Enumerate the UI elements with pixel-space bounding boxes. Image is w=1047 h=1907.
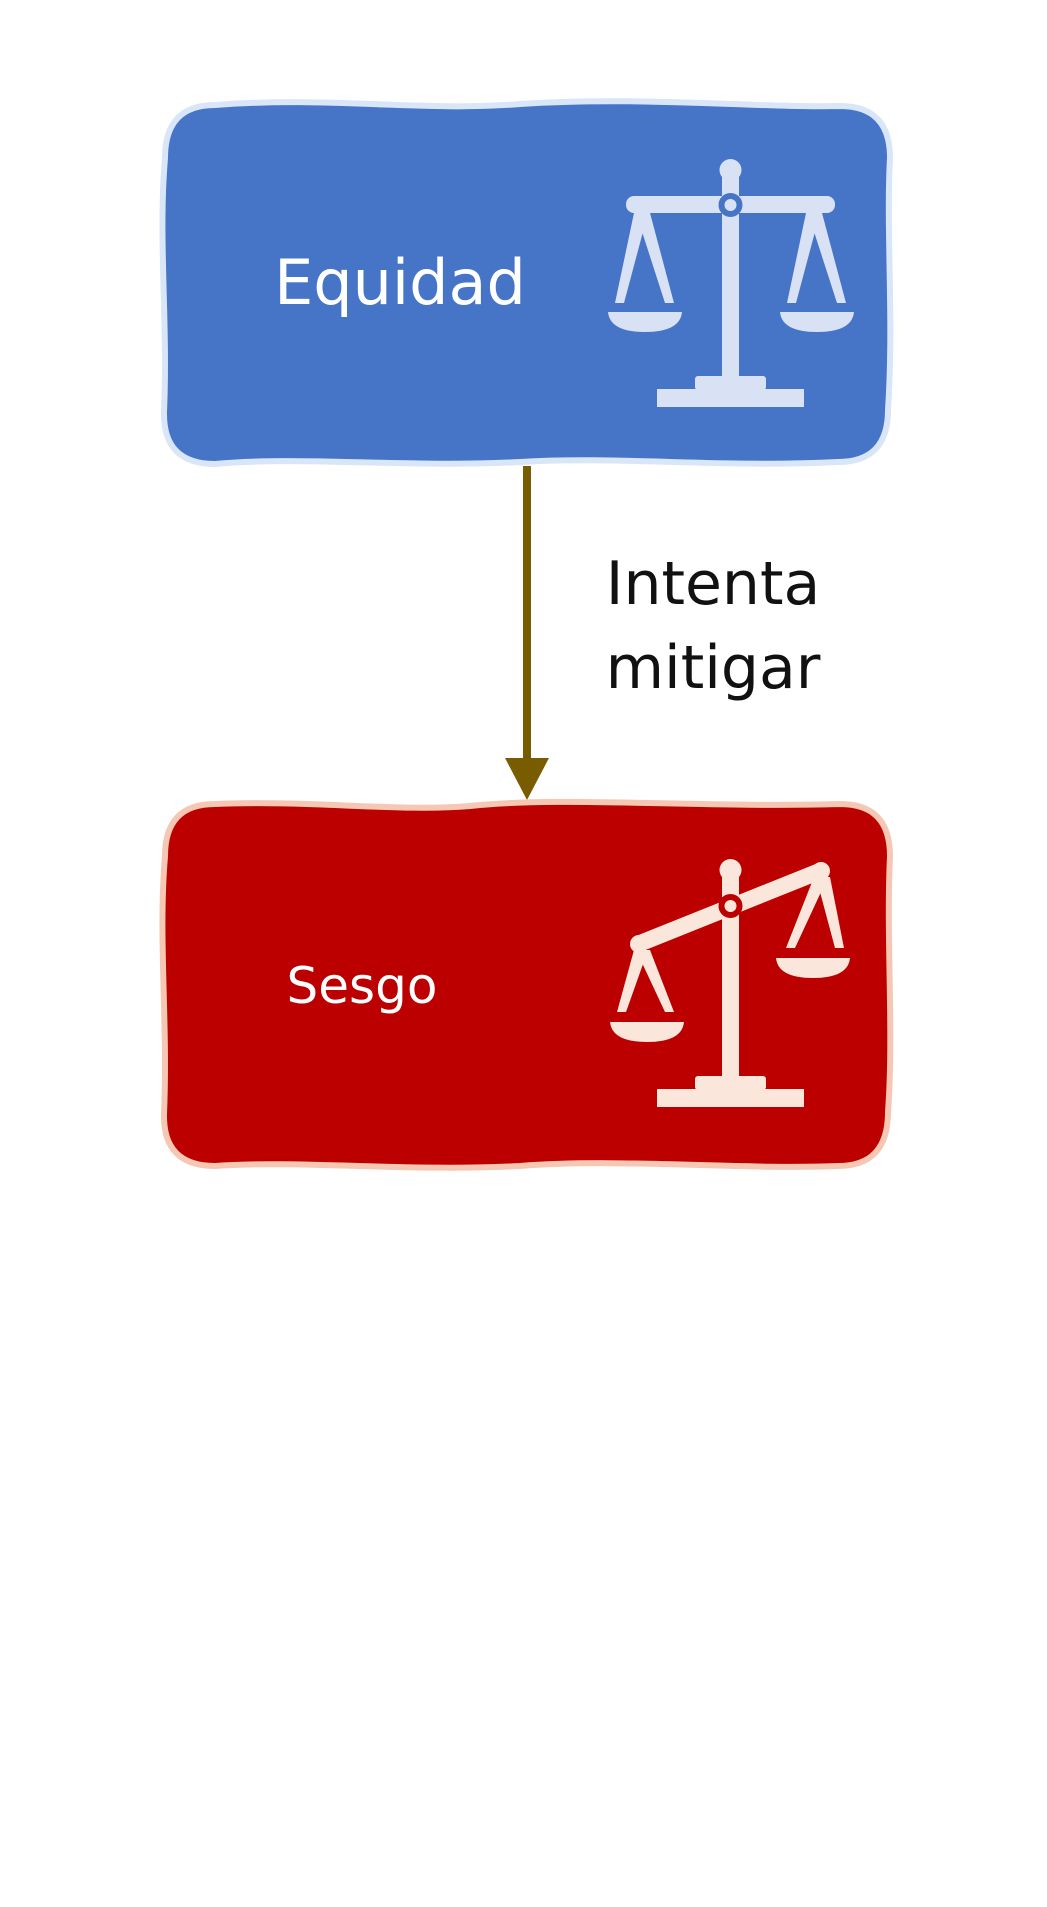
node-sesgo[interactable]: Sesgo [159,798,894,1171]
balanced-scale-icon [608,159,854,407]
edge-intenta-mitigar: Intenta mitigar [505,466,821,800]
edge-label-line1: Intenta [606,549,820,619]
tilted-scale-icon [610,859,850,1107]
edge-label-line2: mitigar [606,633,821,703]
node-equidad-label: Equidad [274,246,526,319]
node-sesgo-label: Sesgo [287,957,438,1015]
node-equidad-box [159,98,894,467]
edge-arrowhead [505,758,549,800]
node-equidad[interactable]: Equidad [159,98,894,467]
node-sesgo-box [159,798,894,1171]
